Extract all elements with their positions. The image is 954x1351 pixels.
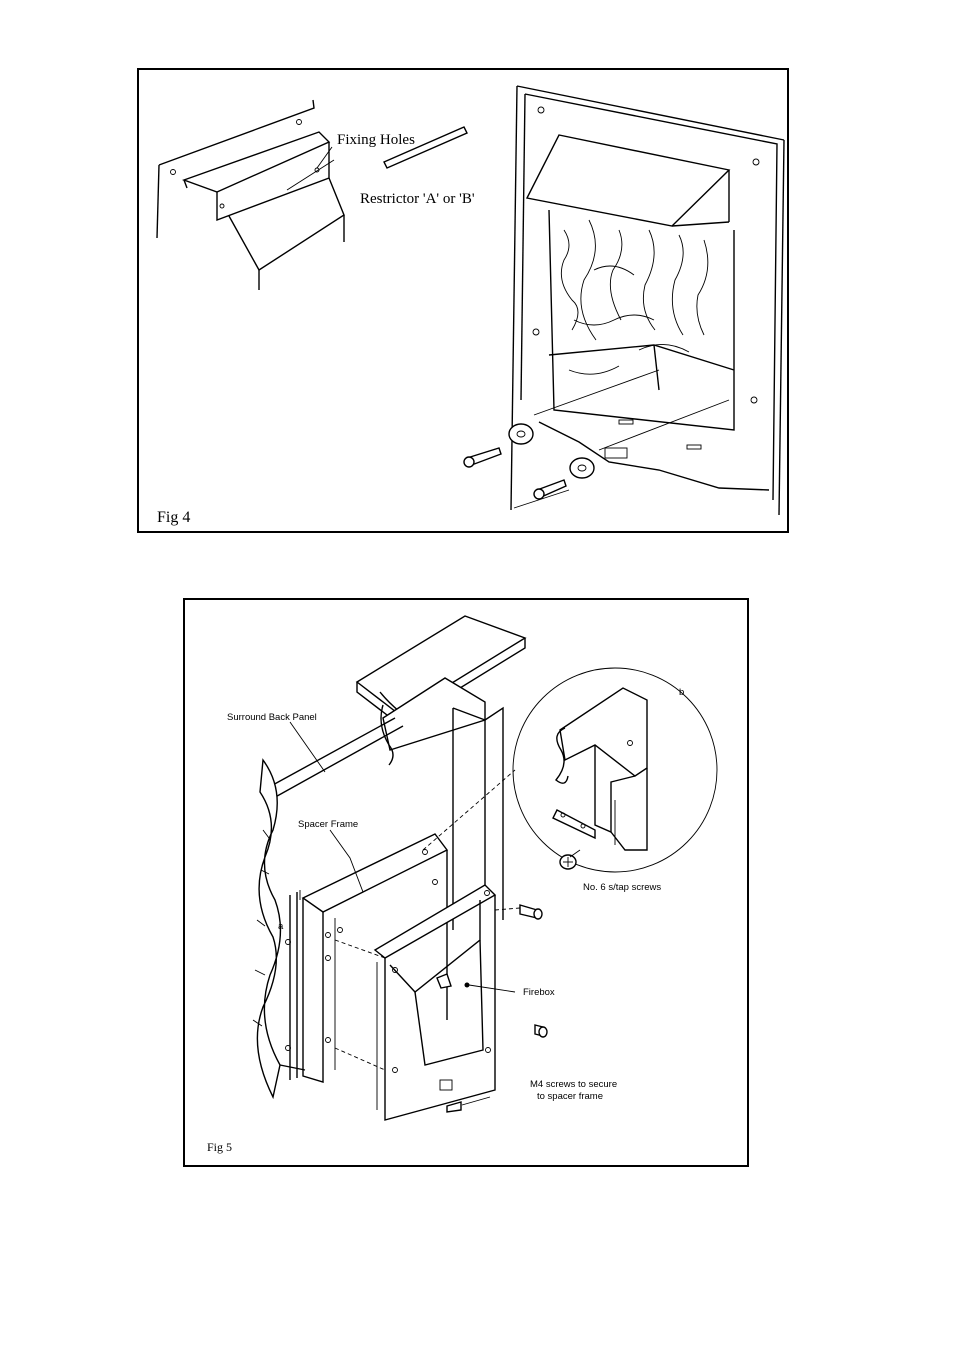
- detail-a-label: a: [278, 921, 284, 932]
- surround-back-panel-label: Surround Back Panel: [227, 712, 317, 723]
- spacer-frame-leader: [329, 829, 364, 893]
- back-panel-leader: [289, 721, 326, 773]
- restrictor-mount-sketch: [156, 99, 345, 290]
- m4-screws-label-line2: to spacer frame: [537, 1091, 603, 1102]
- surround-mantel: [355, 615, 527, 930]
- restrictor-bar: [383, 126, 468, 169]
- fig4-caption: Fig 4: [157, 509, 191, 526]
- fig4-drawing: [156, 85, 785, 516]
- no6-screws-label: No. 6 s/tap screws: [583, 882, 662, 893]
- firebox-label: Firebox: [523, 987, 555, 998]
- surround-back-panel: [252, 717, 404, 1100]
- spacer-frame: [285, 833, 449, 1083]
- fixing-holes-label: Fixing Holes: [337, 132, 415, 148]
- detail-b-circle: [512, 667, 718, 873]
- detail-b-label: b: [679, 687, 685, 698]
- firebox-front-sketch: [463, 85, 785, 516]
- m4-screws-label-line1: M4 screws to secure: [530, 1079, 618, 1090]
- fig5-drawing: [252, 615, 718, 1121]
- spacer-frame-label: Spacer Frame: [298, 819, 359, 830]
- fig4-panel: Fixing Holes Restrictor 'A' or 'B' Fig 4: [137, 68, 789, 533]
- fig5-caption: Fig 5: [207, 1140, 233, 1154]
- restrictor-label: Restrictor 'A' or 'B': [360, 191, 475, 207]
- fig5-panel: Surround Back Panel Spacer Frame a b No.…: [183, 598, 749, 1167]
- firebox-unit: [334, 769, 548, 1121]
